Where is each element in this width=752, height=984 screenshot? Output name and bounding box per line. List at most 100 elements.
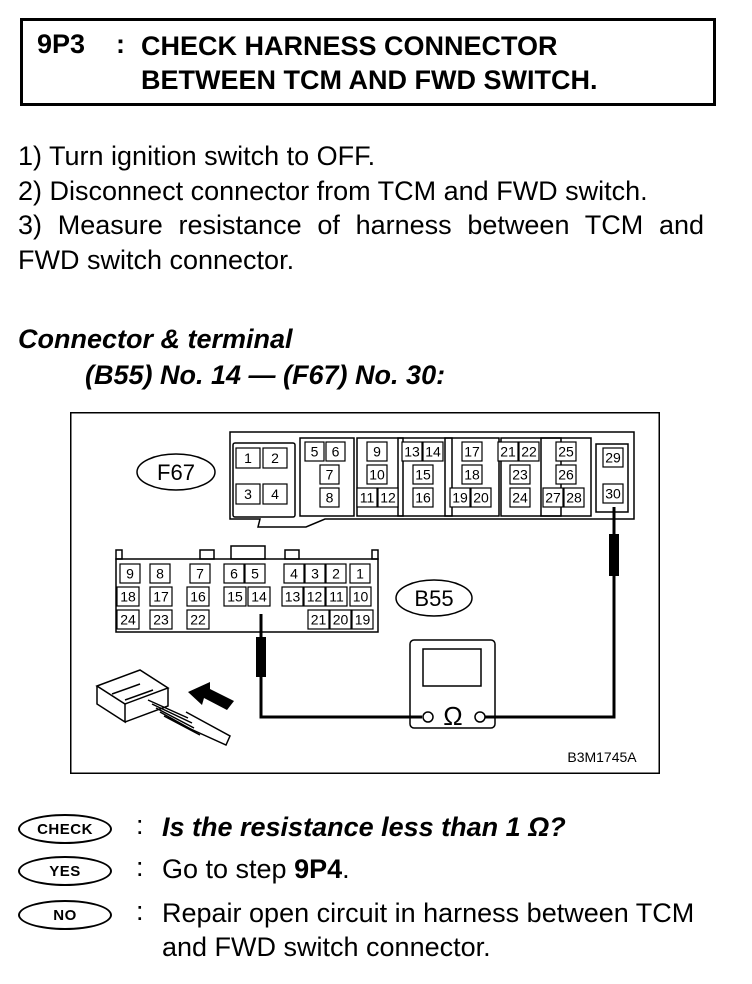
f67-terminal-20: 20 xyxy=(473,490,489,506)
f67-terminal-29: 29 xyxy=(605,450,621,466)
f67-terminal-8: 8 xyxy=(326,490,334,506)
f67-cell-5 xyxy=(304,441,325,462)
b55-cell-13 xyxy=(281,586,304,607)
b55-terminal-19: 19 xyxy=(355,612,371,628)
b55-cell-7 xyxy=(189,563,211,584)
check-badge: CHECK xyxy=(18,814,112,844)
b55-cell-21 xyxy=(307,609,330,630)
no-action: Repair open circuit in harness between T… xyxy=(162,898,695,962)
f67-cell-23 xyxy=(509,464,531,485)
f67-terminal-21: 21 xyxy=(500,444,516,460)
ohmmeter xyxy=(409,639,496,729)
f67-cell-21 xyxy=(497,441,519,462)
b55-cell-16 xyxy=(186,586,210,607)
b55-terminal-13: 13 xyxy=(285,589,301,605)
no-badge: NO xyxy=(18,900,112,930)
f67-terminal-26: 26 xyxy=(558,467,574,483)
yes-row: YES : Go to step 9P4. xyxy=(18,852,718,892)
f67-terminal-12: 12 xyxy=(380,490,396,506)
connector-illustration xyxy=(95,669,231,746)
b55-cell-12 xyxy=(303,586,326,607)
connector-terminal-spec: (B55) No. 14 — (F67) No. 30: xyxy=(85,360,446,390)
check-row: CHECK : Is the resistance less than 1 Ω? xyxy=(18,810,718,850)
f67-cell-4 xyxy=(262,483,288,505)
step-title: CHECK HARNESS CONNECTOR BETWEEN TCM AND … xyxy=(141,29,597,97)
b55-cell-8 xyxy=(149,563,171,584)
yes-suffix: . xyxy=(342,854,350,884)
f67-terminal-25: 25 xyxy=(558,444,574,460)
procedure-step-1: 1) Turn ignition switch to OFF. xyxy=(18,141,376,171)
f67-terminal-19: 19 xyxy=(452,490,468,506)
b55-terminal-16: 16 xyxy=(190,589,206,605)
probe-lead-f67 xyxy=(485,507,616,719)
f67-cell-3 xyxy=(235,483,261,505)
f67-cell-7 xyxy=(319,464,340,485)
f67-cell-9 xyxy=(366,441,388,462)
f67-terminal-23: 23 xyxy=(512,467,528,483)
f67-terminal-30: 30 xyxy=(605,486,621,502)
f67-cell-8 xyxy=(319,487,340,508)
f67-label-oval xyxy=(136,453,216,491)
check-colon: : xyxy=(136,810,144,840)
b55-cell-4 xyxy=(283,563,305,584)
f67-terminal-15: 15 xyxy=(415,467,431,483)
b55-cell-24 xyxy=(116,609,140,630)
f67-cell-2 xyxy=(262,447,288,469)
probe-f67 xyxy=(609,534,619,576)
f67-cell-27 xyxy=(542,487,564,508)
f67-terminal-5: 5 xyxy=(311,444,319,460)
b55-terminal-8: 8 xyxy=(156,566,164,582)
b55-connector xyxy=(115,545,379,633)
step-id: 9P3 xyxy=(37,29,86,59)
f67-connector xyxy=(229,431,635,528)
b55-terminal-3: 3 xyxy=(311,566,319,582)
b55-label: B55 xyxy=(414,586,453,611)
f67-cell-1 xyxy=(235,447,261,469)
yes-step-link: 9P4 xyxy=(294,854,343,884)
b55-cell-22 xyxy=(186,609,210,630)
b55-terminal-5: 5 xyxy=(251,566,259,582)
figure-code: B3M1745A xyxy=(567,749,637,765)
f67-terminal-16: 16 xyxy=(415,490,431,506)
b55-cell-6 xyxy=(223,563,245,584)
b55-terminal-10: 10 xyxy=(353,589,369,605)
check-question: Is the resistance less than 1 Ω? xyxy=(162,812,566,842)
ohm-symbol: Ω xyxy=(443,701,462,731)
b55-terminal-1: 1 xyxy=(356,566,364,582)
f67-terminal-14: 14 xyxy=(425,444,441,460)
b55-terminal-23: 23 xyxy=(153,612,169,628)
b55-terminal-21: 21 xyxy=(311,612,327,628)
b55-cell-10 xyxy=(349,586,372,607)
b55-terminal-18: 18 xyxy=(120,589,136,605)
f67-terminal-2: 2 xyxy=(271,450,279,466)
yes-badge: YES xyxy=(18,856,112,886)
f67-cell-28 xyxy=(563,487,585,508)
f67-cell-10 xyxy=(366,464,388,485)
b55-label-oval xyxy=(395,579,473,617)
b55-cell-9 xyxy=(119,563,141,584)
b55-terminal-24: 24 xyxy=(120,612,136,628)
b55-terminal-17: 17 xyxy=(153,589,169,605)
f67-terminal-27: 27 xyxy=(545,490,561,506)
f67-cell-19 xyxy=(449,487,471,508)
f67-terminal-13: 13 xyxy=(404,444,420,460)
b55-terminal-11: 11 xyxy=(329,589,344,605)
f67-cell-30 xyxy=(602,483,624,504)
b55-cell-14 xyxy=(247,586,271,607)
f67-cell-24 xyxy=(509,487,531,508)
b55-terminal-20: 20 xyxy=(333,612,349,628)
b55-cell-15 xyxy=(223,586,247,607)
f67-terminal-22: 22 xyxy=(521,444,537,460)
diagram-frame xyxy=(70,412,660,774)
step-id-colon: : xyxy=(116,29,125,59)
f67-cell-16 xyxy=(412,487,434,508)
step-title-line-2: BETWEEN TCM AND FWD SWITCH. xyxy=(141,65,598,95)
b55-terminal-7: 7 xyxy=(196,566,204,582)
procedure-step-2: 2) Disconnect connector from TCM and FWD… xyxy=(18,175,648,206)
yes-colon: : xyxy=(136,852,144,882)
f67-cell-22 xyxy=(518,441,540,462)
f67-cell-29 xyxy=(602,447,624,468)
procedure-steps: 1) Turn ignition switch to OFF. 2) Disco… xyxy=(18,139,704,277)
f67-cell-25 xyxy=(555,441,577,462)
